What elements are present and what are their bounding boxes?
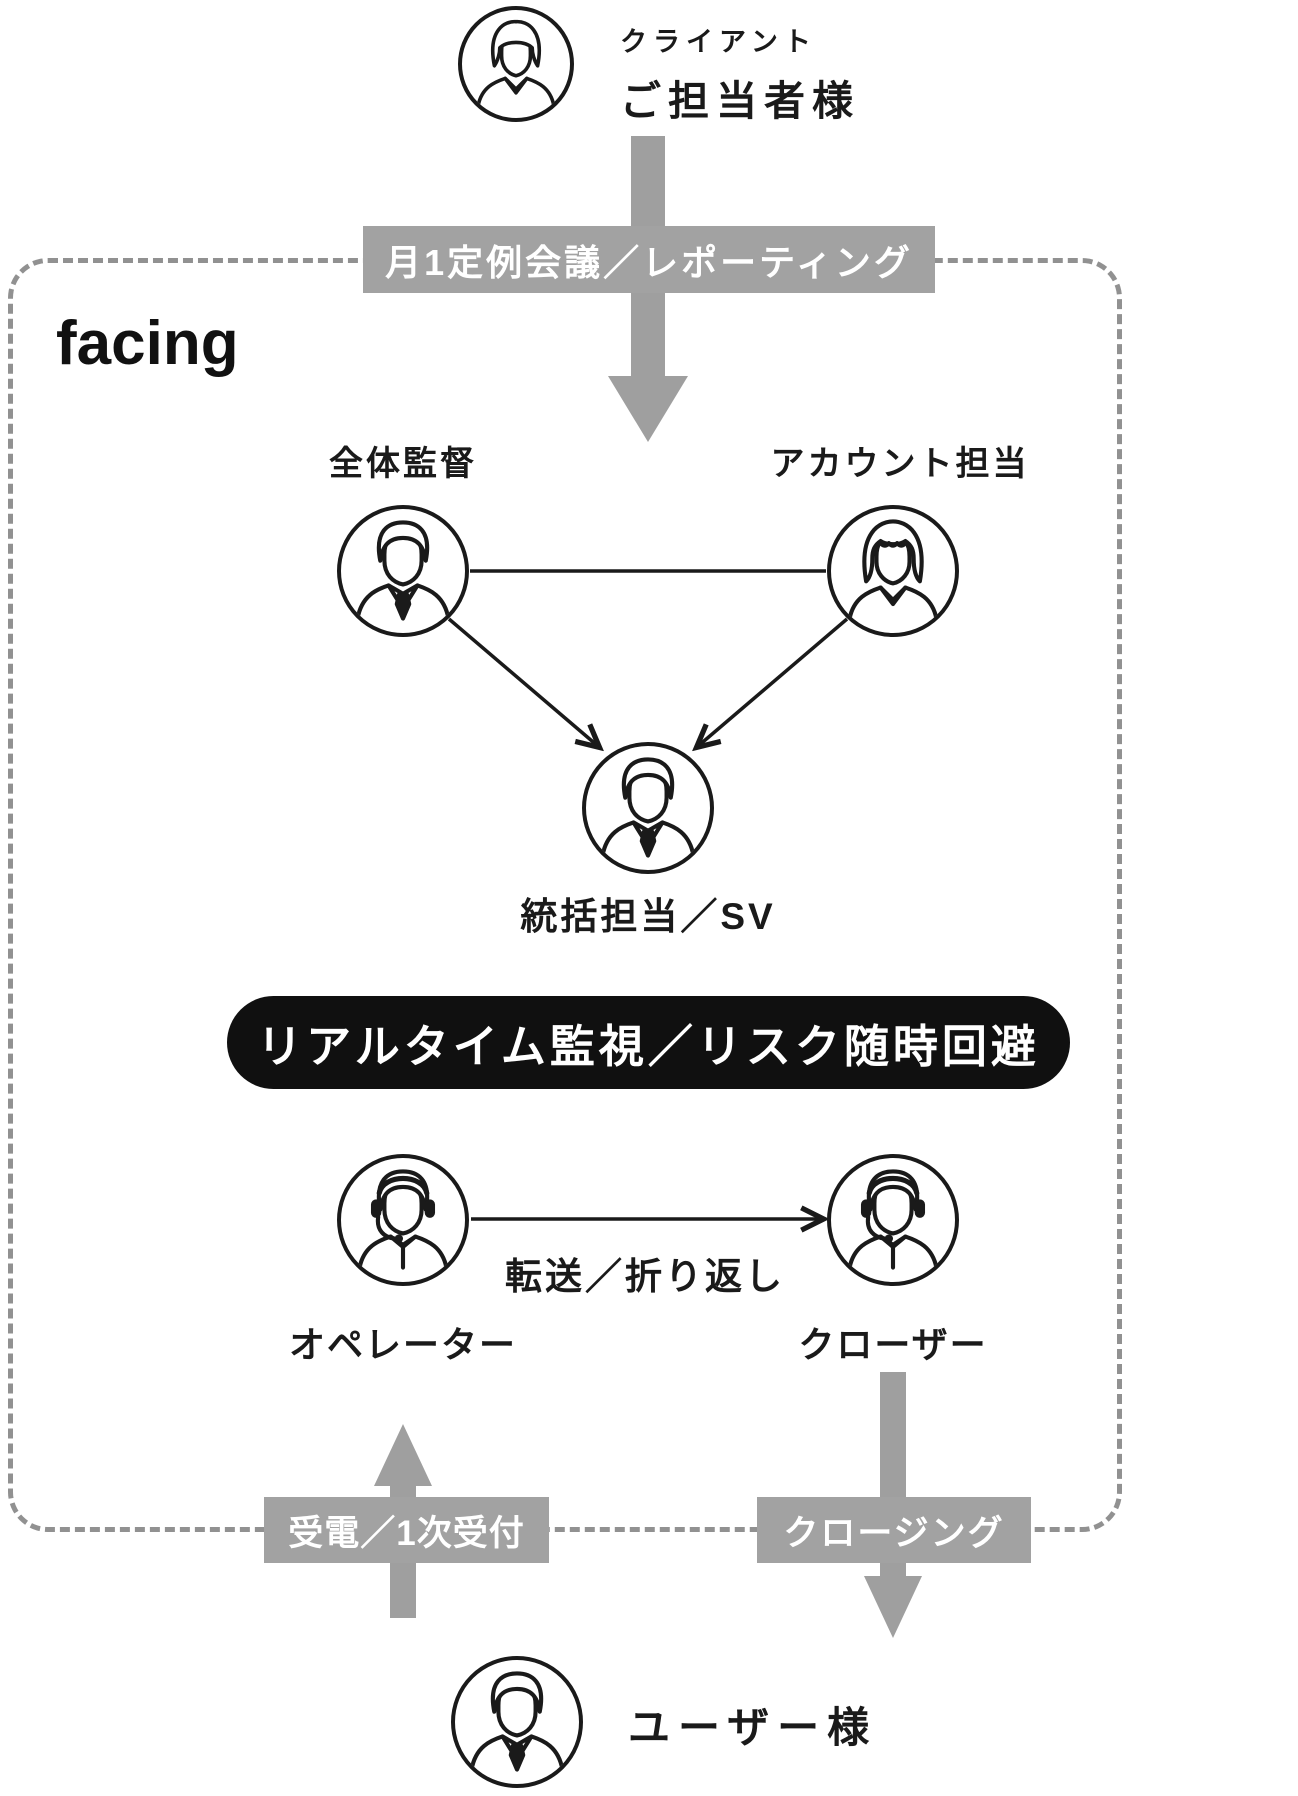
reception-up-arrow-head (374, 1424, 432, 1486)
person-headset-icon (831, 1158, 955, 1282)
account-to-sv-arrow (697, 617, 849, 747)
client-caption: クライアント ご担当者様 (620, 20, 860, 127)
sv-avatar (582, 742, 714, 874)
person-woman-bob-icon (831, 509, 955, 633)
closing-banner: クロージング (757, 1497, 1031, 1563)
closer-avatar (827, 1154, 959, 1286)
person-man-suit-icon (586, 746, 710, 870)
person-woman-business-icon (476, 19, 556, 108)
client-name: ご担当者様 (620, 78, 860, 124)
account-manager-label: アカウント担当 (770, 445, 1030, 483)
monthly-reporting-banner: 月1定例会議／レポーティング (363, 226, 935, 293)
account-manager-avatar (827, 505, 959, 637)
closing-down-arrow-head (864, 1576, 922, 1638)
supervisor-to-sv-arrow (447, 617, 599, 747)
facing-logo: facing (56, 309, 239, 378)
person-headset-icon (341, 1158, 465, 1282)
supervisor-avatar (337, 505, 469, 637)
call-reception-banner: 受電／1次受付 (264, 1497, 549, 1563)
closer-label: クローザー (798, 1324, 988, 1365)
client-kicker: クライアント (620, 27, 817, 57)
person-man-suit-icon (455, 1660, 579, 1784)
user-avatar (451, 1656, 583, 1788)
operator-avatar (337, 1154, 469, 1286)
transfer-callback-label: 転送／折り返し (505, 1256, 785, 1297)
operator-label: オペレーター (288, 1324, 518, 1365)
sv-label: 統括担当／SV (520, 896, 776, 937)
realtime-monitoring-pill: リアルタイム監視／リスク随時回避 (227, 996, 1070, 1089)
person-man-suit-icon (341, 509, 465, 633)
client-to-facing-arrow-head (608, 376, 688, 442)
user-name: ユーザー様 (628, 1704, 878, 1751)
client-avatar (458, 6, 574, 122)
supervisor-label: 全体監督 (329, 445, 477, 483)
